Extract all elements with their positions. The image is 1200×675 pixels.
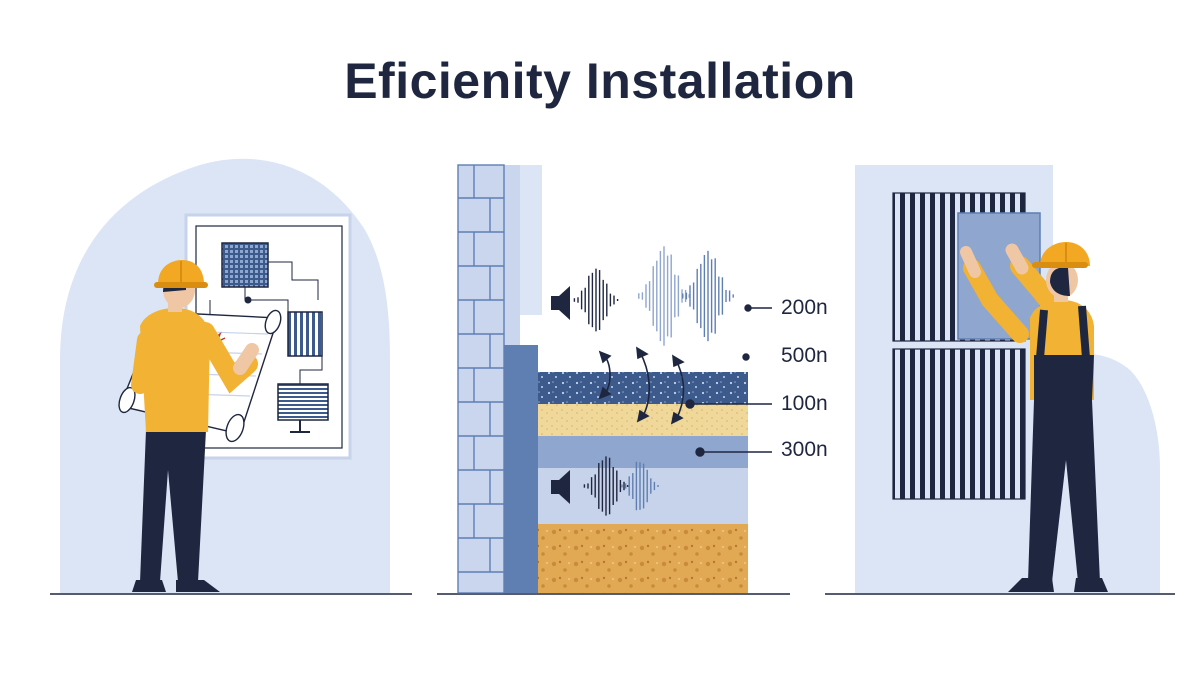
layer-foam	[538, 404, 748, 436]
worker-planning	[131, 260, 259, 592]
planning-panel	[50, 158, 412, 595]
worker-installing	[960, 242, 1108, 592]
layer-label-300n: 300n	[781, 438, 828, 461]
layer-label-100n: 100n	[781, 392, 828, 415]
speaker-icon	[551, 286, 570, 320]
layer-top	[538, 372, 748, 404]
page-title: Eficienity Installation	[344, 53, 856, 109]
layer-sand	[538, 524, 748, 593]
brick-wall	[457, 164, 542, 594]
leader-lines	[685, 304, 772, 457]
transmission-arrows	[598, 346, 685, 425]
speaker-icon	[551, 470, 570, 504]
installing-panel	[825, 165, 1175, 595]
layers-panel	[437, 164, 790, 595]
sound-waves	[573, 246, 734, 516]
layer-label-200n: 200n	[781, 296, 828, 319]
layer-label-500n: 500n	[781, 344, 828, 367]
